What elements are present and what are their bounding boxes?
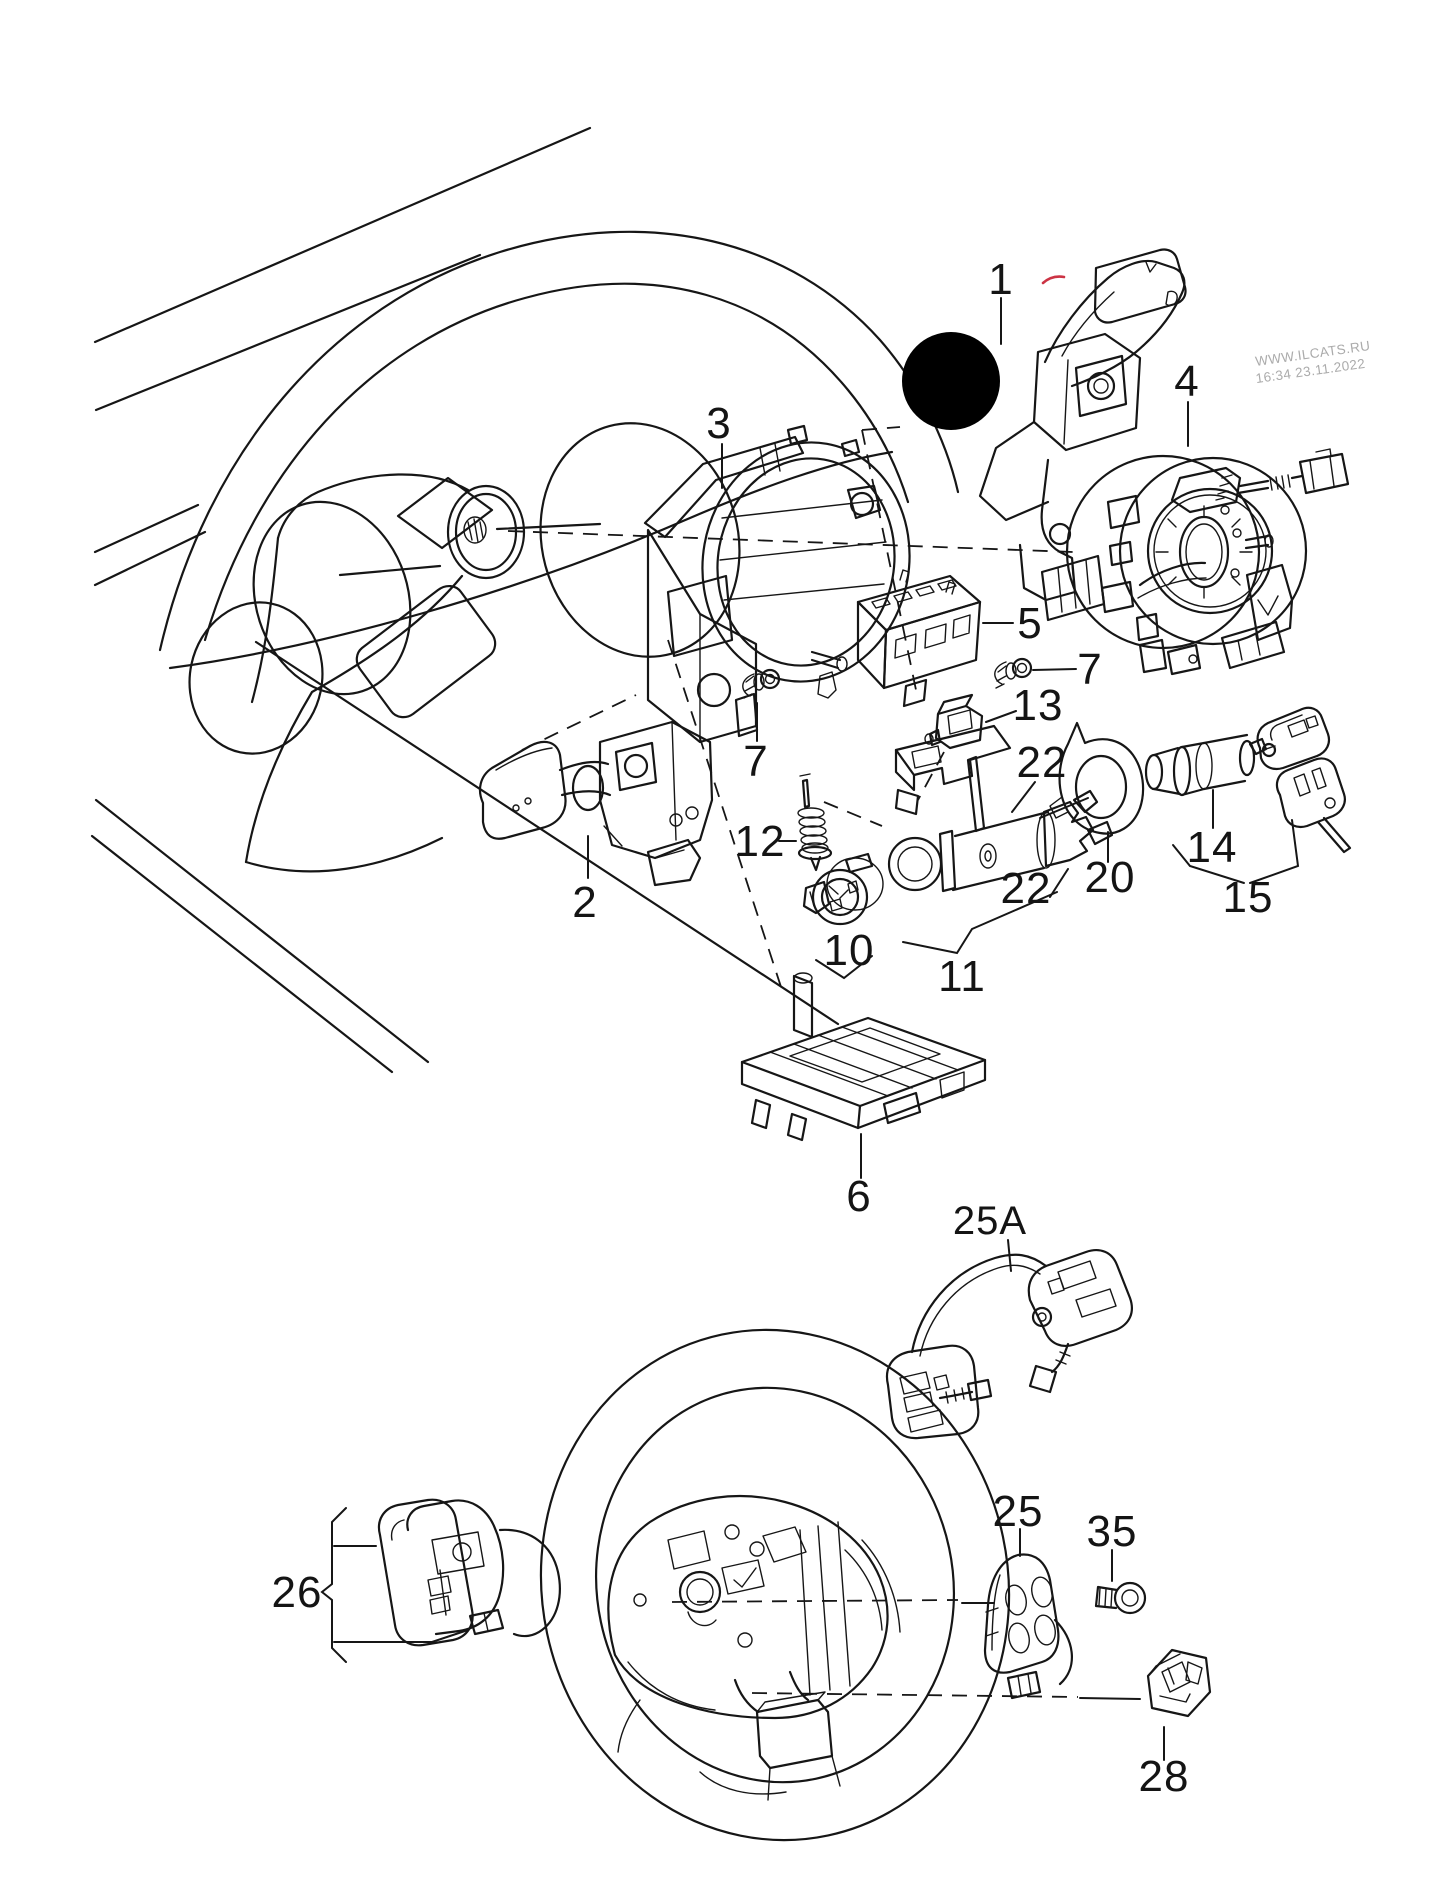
- callout-5: 5: [1017, 599, 1042, 648]
- part-3-column-housing: [643, 424, 911, 744]
- callout-25a: 25A: [953, 1199, 1027, 1243]
- callout-7-left: 7: [743, 737, 768, 786]
- callout-11: 11: [938, 952, 986, 1001]
- part-25a-wheel-buttons: [885, 1248, 1133, 1440]
- part-10-lock-cylinder: [802, 852, 884, 926]
- part-4-clock-spring: [1065, 448, 1350, 676]
- part-15-keys: [1256, 706, 1352, 854]
- screw-7-left: [742, 668, 781, 699]
- red-scratch-mark: [1041, 275, 1066, 285]
- watermark: WWW.ILCATS.RU 16:34 23.11.2022: [1254, 338, 1371, 386]
- construction-lines: [507, 426, 1074, 991]
- part-20-contact-ring: [1039, 721, 1145, 835]
- callout-13: 13: [1013, 681, 1064, 730]
- callout-20: 20: [1085, 853, 1136, 902]
- screw-7-right: [994, 657, 1033, 689]
- steering-wheel: [539, 1328, 1011, 1842]
- callout-3: 3: [706, 399, 731, 448]
- part-11-lock-housing: [887, 724, 1114, 893]
- callout-22-lower: 22: [1001, 864, 1052, 913]
- leader-lines: [320, 297, 1300, 1761]
- callout-4: 4: [1174, 357, 1199, 406]
- callout-labels: 1 2 3 4 5 6 7 7 10 11 12 13 14 15 20 22 …: [272, 255, 1274, 1801]
- part-5-switch-module: [856, 569, 982, 708]
- callout-7-right: 7: [1077, 645, 1102, 694]
- part-25-mf-switch: [983, 1553, 1074, 1700]
- part-26-module: [377, 1498, 561, 1647]
- black-redaction-circle: [902, 332, 1000, 430]
- part-28-connector: [1146, 1648, 1212, 1718]
- callout-35: 35: [1087, 1507, 1138, 1556]
- callout-25: 25: [993, 1487, 1044, 1536]
- part-12-spring-screw: [797, 773, 833, 872]
- callout-22-upper: 22: [1017, 738, 1068, 787]
- callout-6: 6: [846, 1172, 871, 1221]
- callout-15: 15: [1223, 873, 1274, 922]
- part-1-column-switch: [902, 248, 1187, 622]
- callout-1: 1: [988, 255, 1013, 304]
- callout-28: 28: [1139, 1752, 1190, 1801]
- part-6-electronics-module: [740, 972, 987, 1142]
- callout-14: 14: [1187, 823, 1238, 872]
- callout-26: 26: [272, 1568, 323, 1617]
- part-14-ignition-switch: [1144, 733, 1276, 797]
- part-2-stalk-switch: [478, 720, 714, 887]
- callout-2: 2: [572, 878, 597, 927]
- callout-12: 12: [735, 817, 786, 866]
- callout-10: 10: [824, 926, 875, 975]
- screw-35: [1094, 1581, 1147, 1615]
